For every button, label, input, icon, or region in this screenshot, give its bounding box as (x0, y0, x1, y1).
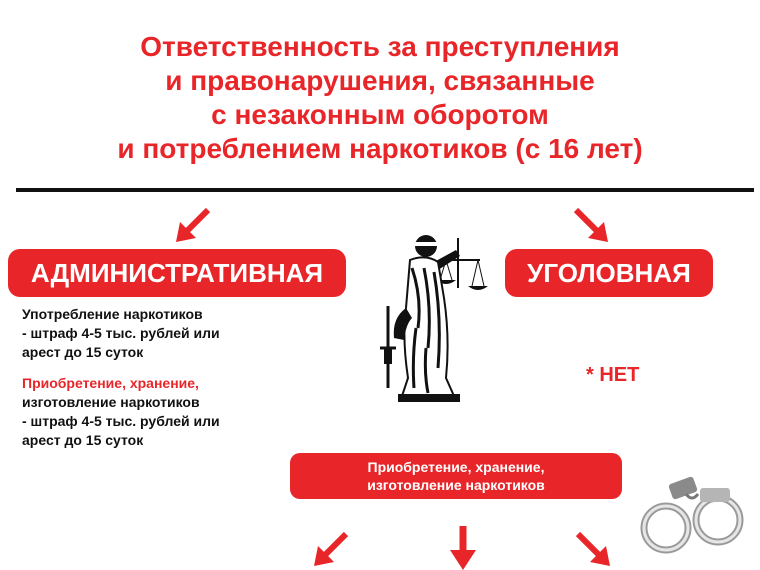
acq-penalty: - штраф 4-5 тыс. рублей или (22, 413, 220, 429)
administrative-label: АДМИНИСТРАТИВНАЯ (8, 249, 346, 297)
administrative-acquisition-block: Приобретение, хранение, изготовление нар… (22, 374, 220, 450)
criminal-label: УГОЛОВНАЯ (505, 249, 713, 297)
acq-line-2: изготовление наркотиков (22, 394, 200, 410)
title-line-3: с незаконным оборотом (211, 99, 549, 130)
page-title: Ответственность за преступления и правон… (0, 30, 760, 166)
arrow-down-right-icon (575, 531, 610, 566)
use-arrest: арест до 15 суток (22, 344, 144, 360)
justice-statue-icon (380, 235, 488, 402)
title-line-2: и правонарушения, связанные (165, 65, 595, 96)
use-penalty: - штраф 4-5 тыс. рублей или (22, 325, 220, 341)
arrow-down-icon (450, 526, 476, 570)
arrow-down-right-icon (573, 207, 608, 242)
acquisition-line-2: изготовление наркотиков (367, 477, 545, 493)
use-heading: Употребление наркотиков (22, 306, 203, 322)
acquisition-line-1: Приобретение, хранение, (367, 459, 545, 475)
acq-arrest: арест до 15 суток (22, 432, 144, 448)
criminal-no-text: * НЕТ (586, 364, 640, 386)
handcuffs-icon (640, 476, 744, 554)
divider (16, 188, 754, 192)
arrow-down-left-icon (314, 531, 349, 566)
arrow-down-left-icon (176, 207, 211, 242)
acq-heading: Приобретение, хранение, (22, 375, 199, 391)
acquisition-box: Приобретение, хранение, изготовление нар… (290, 453, 622, 499)
title-line-1: Ответственность за преступления (140, 31, 620, 62)
administrative-use-block: Употребление наркотиков - штраф 4-5 тыс.… (22, 305, 220, 362)
title-line-4: и потреблением наркотиков (с 16 лет) (117, 133, 643, 164)
